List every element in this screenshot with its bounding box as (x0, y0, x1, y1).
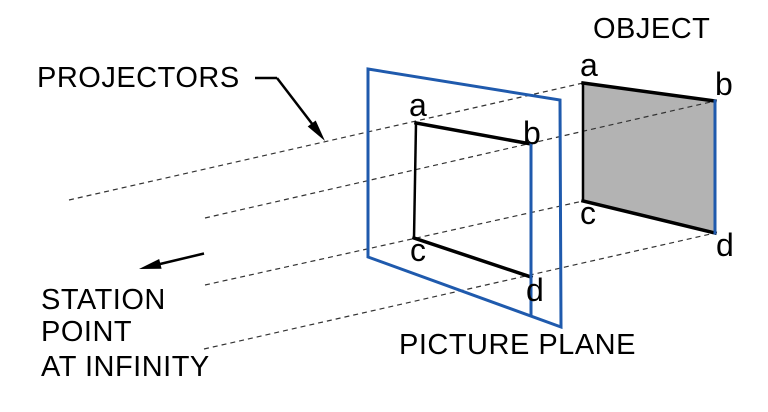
object-label: OBJECT (593, 13, 711, 45)
object-face (583, 83, 715, 233)
image-edge-ac (412, 121, 418, 240)
image-edge-cd (411, 235, 534, 280)
projector-line-a (68, 82, 584, 201)
station-point-line-1: STATION (41, 284, 166, 316)
picture-plane-outline (366, 67, 563, 330)
image-corner-label-b: b (523, 115, 541, 151)
object-corner-label-a: a (580, 47, 598, 83)
object-edge-ab (581, 81, 717, 103)
station-point-arrow-line-0 (159, 252, 205, 266)
projectors-leader-arrow-line-1 (276, 77, 314, 126)
station-point-line-3: AT INFINITY (41, 351, 210, 383)
image-corner-label-d: d (526, 272, 544, 308)
projectors-leader-arrow-head (307, 120, 325, 141)
station-point-line-2: POINT (41, 316, 133, 348)
image-edge-ab (413, 120, 534, 147)
station-point-arrow-head (139, 259, 162, 269)
object-corner-label-b: b (715, 66, 733, 102)
image-corner-label-a: a (409, 87, 427, 123)
picture-plane-label: PICTURE PLANE (399, 329, 636, 361)
object-corner-label-d: d (716, 227, 734, 263)
object-corner-label-c: c (580, 195, 596, 231)
projectors-label: PROJECTORS (37, 62, 240, 94)
projector-line-b (204, 100, 716, 219)
image-corner-label-c: c (410, 232, 426, 268)
projector-line-c (204, 200, 584, 286)
object-edge-cd (580, 198, 718, 236)
